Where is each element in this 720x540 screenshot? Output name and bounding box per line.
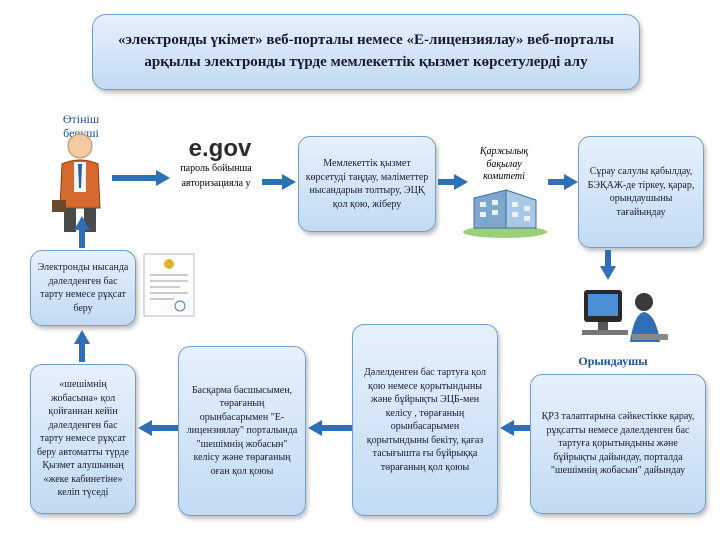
step-approve-box: Басқарма басшысымен, төрағаның орынбасар… <box>178 346 306 516</box>
applicant-figure-icon <box>52 133 101 232</box>
title-text: «электронды үкімет» веб-порталы немесе «… <box>118 32 614 70</box>
arrow-form-to-committee <box>438 174 468 190</box>
arrow-committee-to-register <box>548 174 578 190</box>
arrow-register-to-executor <box>600 250 616 280</box>
arrow-sign-to-approve <box>308 420 352 436</box>
arrow-result-to-applicant <box>74 216 90 248</box>
applicant-label: Өтініш беруші <box>62 112 100 141</box>
step-auth-text: пароль бойынша авторизацияла у <box>180 163 252 189</box>
egov-logo: e.gov <box>180 136 260 162</box>
committee-label: Қаржылық бақылау комитеті <box>479 146 529 182</box>
executor-computer-icon <box>582 290 668 342</box>
step-check-box: ҚРЗ талаптарына сәйкестікке қарау, рұқса… <box>530 374 706 514</box>
step-form-box: Мемлекеттік қызмет көрсетуді таңдау, мәл… <box>298 136 436 232</box>
step-notify-box: «шешімнің жобасына» қол қойғаннан кейін … <box>30 364 136 514</box>
arrow-notify-to-result <box>74 330 90 362</box>
step-result-box: Электронды нысанда дәлелденген бас тарту… <box>30 250 136 326</box>
title-box: «электронды үкімет» веб-порталы немесе «… <box>92 14 640 90</box>
arrow-check-to-sign <box>500 420 530 436</box>
certificate-icon <box>143 253 195 317</box>
step-sign-box: Дәлелденген бас тартуға қол қою немесе қ… <box>352 324 498 516</box>
building-icon <box>463 189 547 238</box>
executor-label: Орындаушы <box>578 354 648 368</box>
step-register-box: Сұрау салулы қабылдау, БЭҚАЖ-де тіркеу, … <box>578 136 704 248</box>
arrow-auth-to-form <box>262 174 296 190</box>
arrow-applicant-to-auth <box>112 170 170 186</box>
arrow-approve-to-notify <box>138 420 178 436</box>
